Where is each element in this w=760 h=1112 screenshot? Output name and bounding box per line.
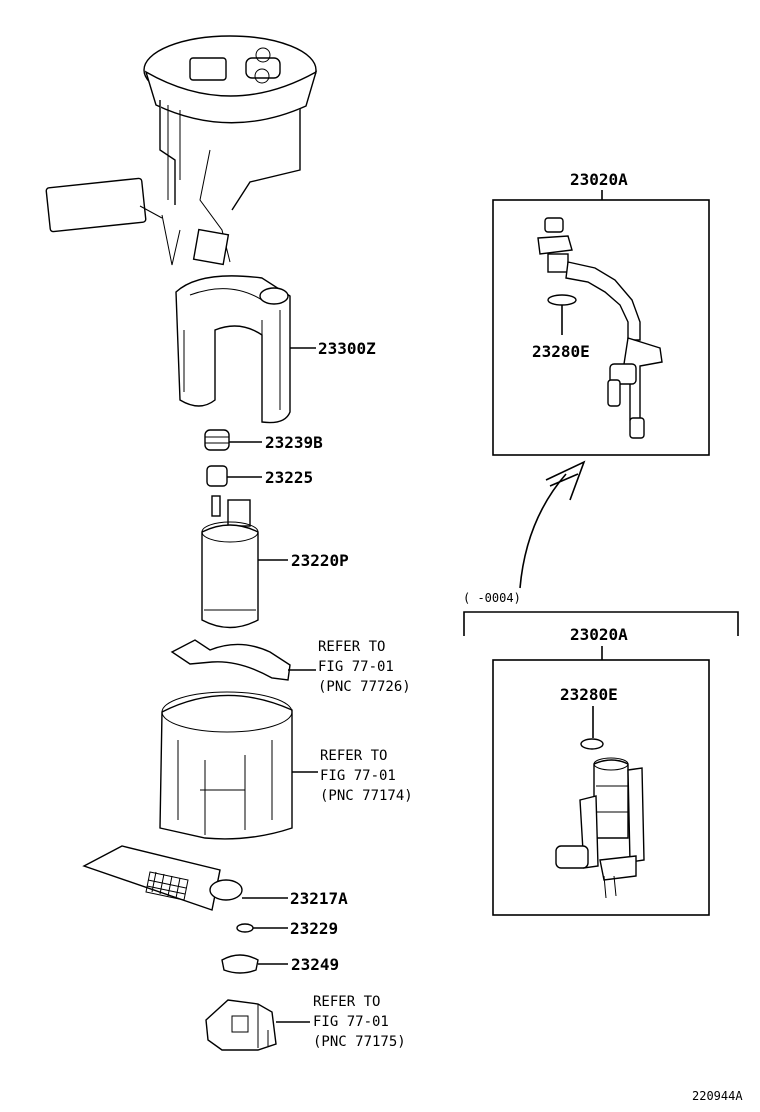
ref1-line3: (PNC 77726) xyxy=(318,679,411,695)
fuel-pump-top-assembly xyxy=(45,35,318,266)
part-23020a-bottom[interactable] xyxy=(555,757,645,899)
date-range: ( -0004) xyxy=(463,591,521,605)
label-23220p: 23220P xyxy=(291,551,349,570)
part-23229[interactable] xyxy=(236,923,288,933)
ref1-line1: REFER TO xyxy=(318,639,385,655)
label-23280e-top: 23280E xyxy=(532,342,590,361)
box-23020a-top xyxy=(492,199,710,456)
box-23020a-bottom xyxy=(492,659,710,916)
part-23239b[interactable] xyxy=(204,429,262,451)
figure-code: 220944A xyxy=(692,1089,743,1103)
arrow-up-icon xyxy=(519,460,586,589)
part-bracket-77726[interactable] xyxy=(170,639,316,681)
part-23220p[interactable] xyxy=(201,495,288,629)
ref3-line3: (PNC 77175) xyxy=(313,1034,406,1050)
ref2-line3: (PNC 77174) xyxy=(320,788,413,804)
label-23249: 23249 xyxy=(291,955,339,974)
label-23280e-bottom: 23280E xyxy=(560,685,618,704)
ref2-line1: REFER TO xyxy=(320,748,387,764)
part-23280e-top[interactable] xyxy=(547,294,577,335)
label-23217a: 23217A xyxy=(290,889,348,908)
ref2-line2: FIG 77-01 xyxy=(320,768,396,784)
label-23300z: 23300Z xyxy=(318,339,376,358)
label-23239b: 23239B xyxy=(265,433,323,452)
part-bracket-77175[interactable] xyxy=(205,999,310,1051)
part-23249[interactable] xyxy=(221,954,288,974)
label-23229: 23229 xyxy=(290,919,338,938)
date-bracket xyxy=(463,611,739,636)
part-23280e-bottom[interactable] xyxy=(580,706,604,750)
label-23020a-bottom: 23020A xyxy=(570,625,628,644)
label-23020a-top: 23020A xyxy=(570,170,628,189)
ref3-line2: FIG 77-01 xyxy=(313,1014,389,1030)
label-23225: 23225 xyxy=(265,468,313,487)
part-subtank-77174[interactable] xyxy=(159,691,318,840)
part-23020a-top[interactable] xyxy=(537,217,663,439)
part-23217a[interactable] xyxy=(82,845,288,911)
ref3-line1: REFER TO xyxy=(313,994,380,1010)
part-23225[interactable] xyxy=(206,465,262,487)
part-23300z[interactable] xyxy=(175,275,316,424)
ref1-line2: FIG 77-01 xyxy=(318,659,394,675)
